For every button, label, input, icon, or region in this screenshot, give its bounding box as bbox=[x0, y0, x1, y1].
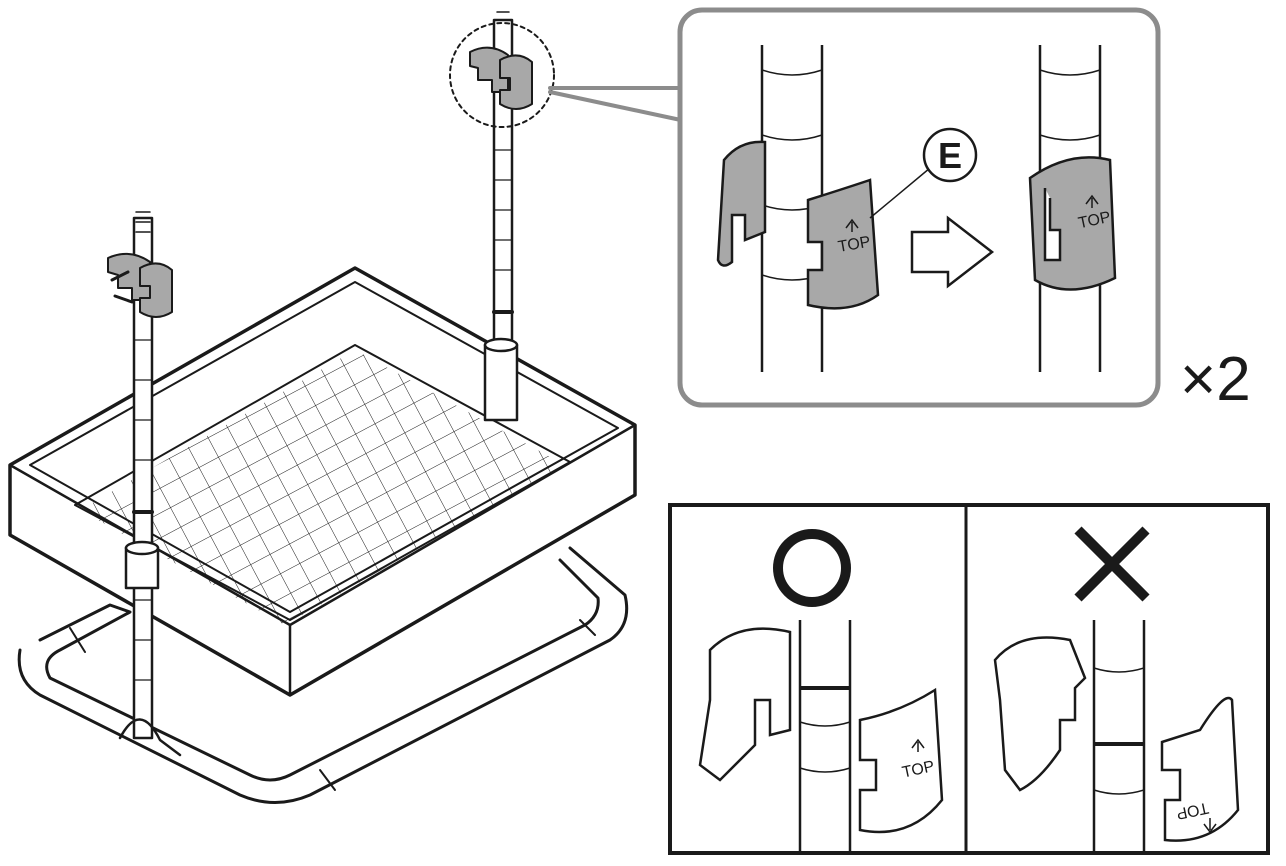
clip-top-label-correct: TOP bbox=[901, 758, 936, 781]
callout-after-step: TOP bbox=[1028, 45, 1117, 372]
correct-circle-mark bbox=[773, 529, 851, 607]
right-pole-sleeve-clips bbox=[469, 46, 533, 110]
part-letter: E bbox=[938, 135, 962, 176]
part-label-e: E bbox=[869, 127, 978, 219]
callout-before-step: TOP bbox=[716, 45, 880, 372]
callout-panel: TOP E TOP bbox=[677, 7, 1161, 408]
quantity-multiplier: ×2 bbox=[1180, 345, 1251, 414]
base-frame bbox=[17, 546, 629, 804]
step-arrow-icon bbox=[910, 215, 995, 289]
clip-top-label-after: TOP bbox=[1077, 209, 1112, 232]
clip-top-label-before: TOP bbox=[837, 234, 872, 256]
incorrect-example: TOP bbox=[993, 526, 1240, 853]
left-pole-sleeve-clips bbox=[107, 252, 173, 318]
clip-top-label-incorrect: TOP bbox=[1175, 799, 1210, 822]
left-pole bbox=[118, 211, 182, 757]
correct-example: TOP bbox=[698, 529, 944, 853]
main-assembly bbox=[8, 11, 692, 804]
comparison-panel: TOP TOP bbox=[668, 503, 1270, 855]
incorrect-cross-mark bbox=[1074, 526, 1150, 602]
zoom-indicator-circle bbox=[449, 22, 555, 128]
